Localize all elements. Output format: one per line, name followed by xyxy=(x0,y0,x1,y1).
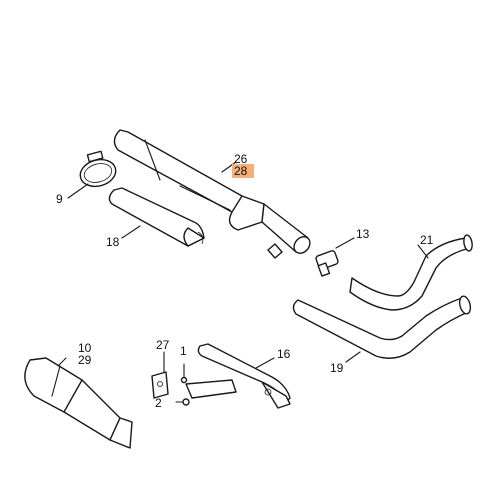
label-1: 1 xyxy=(180,344,187,358)
header-pipe-19[interactable] xyxy=(292,295,472,359)
label-26: 26 xyxy=(234,152,248,166)
label-28: 28 xyxy=(234,164,248,178)
label-28-highlight xyxy=(232,164,254,178)
leader-13 xyxy=(335,237,355,249)
header-pipe-21[interactable] xyxy=(349,234,473,311)
label-29: 29 xyxy=(78,353,92,367)
label-16: 16 xyxy=(277,347,291,361)
label-18: 18 xyxy=(106,235,120,249)
mounting-bracket-16[interactable] xyxy=(185,343,291,409)
leader-10 xyxy=(57,357,67,367)
label-21: 21 xyxy=(420,233,434,247)
leader-9 xyxy=(67,183,89,199)
screw-1[interactable] xyxy=(180,363,188,384)
leader-19 xyxy=(345,351,361,363)
leader-26 xyxy=(221,161,237,173)
label-10: 10 xyxy=(78,341,92,355)
bracket-27[interactable] xyxy=(151,371,169,399)
label-9: 9 xyxy=(56,192,63,206)
leader-21 xyxy=(417,244,429,259)
label-13: 13 xyxy=(356,227,370,241)
clamp-13[interactable] xyxy=(315,250,339,277)
label-19: 19 xyxy=(330,361,344,375)
label-27: 27 xyxy=(156,338,170,352)
clamp-9[interactable] xyxy=(77,150,119,190)
nut-2[interactable] xyxy=(175,398,190,406)
muffler-26[interactable] xyxy=(113,129,313,259)
muffler-10[interactable] xyxy=(24,357,133,449)
heat-shield-18[interactable] xyxy=(108,187,205,247)
label-2: 2 xyxy=(155,396,162,410)
leader-16 xyxy=(255,357,275,369)
leader-18 xyxy=(121,225,141,239)
